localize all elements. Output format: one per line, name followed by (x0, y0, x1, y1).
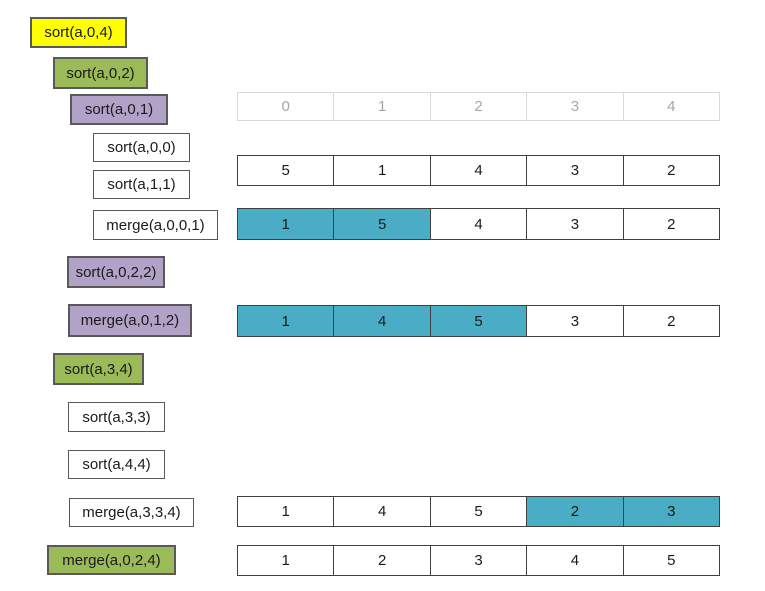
call-box-10: sort(a,4,4) (68, 450, 165, 479)
call-box-0: sort(a,0,4) (30, 17, 127, 48)
index-cell: 3 (526, 93, 622, 120)
call-box-5: merge(a,0,0,1) (93, 210, 218, 240)
index-cell: 4 (622, 93, 719, 120)
array-cell: 4 (333, 306, 430, 336)
array-cell: 1 (238, 209, 334, 239)
array-cell: 3 (429, 546, 526, 575)
call-box-12: merge(a,0,2,4) (47, 545, 176, 575)
array-cell: 4 (429, 209, 526, 239)
array-cell: 4 (526, 546, 622, 575)
array-cell: 2 (622, 306, 719, 336)
array-cell: 1 (333, 156, 429, 185)
array-cell: 1 (238, 306, 334, 336)
call-box-8: sort(a,3,4) (53, 353, 144, 385)
array-cell: 1 (281, 503, 290, 520)
array-cell: 4 (333, 497, 429, 526)
array-cell: 3 (526, 156, 622, 185)
array-cell: 5 (429, 306, 527, 336)
array-cell: 5 (333, 209, 430, 239)
index-cell: 2 (429, 93, 526, 120)
array-cell: 2 (526, 497, 623, 526)
array-cell: 2 (622, 156, 719, 185)
array-cell: 3 (526, 306, 622, 336)
call-box-6: sort(a,0,2,2) (67, 256, 165, 288)
call-box-11: merge(a,3,3,4) (69, 498, 194, 527)
array-cell: 1 (281, 552, 290, 569)
call-box-9: sort(a,3,3) (68, 402, 165, 432)
array-cell: 2 (622, 209, 719, 239)
call-box-1: sort(a,0,2) (53, 57, 148, 89)
call-box-7: merge(a,0,1,2) (68, 304, 192, 337)
array-cell: 5 (622, 546, 719, 575)
call-box-4: sort(a,1,1) (93, 170, 190, 199)
array-cell: 5 (281, 162, 290, 179)
call-box-2: sort(a,0,1) (70, 94, 168, 125)
array-cell: 2 (333, 546, 429, 575)
call-box-3: sort(a,0,0) (93, 133, 190, 162)
array-cell: 3 (622, 497, 720, 526)
array-cell: 5 (429, 497, 526, 526)
index-cell: 1 (333, 93, 429, 120)
array-cell: 4 (429, 156, 526, 185)
array-cell: 3 (526, 209, 622, 239)
index-cell: 0 (281, 98, 290, 115)
